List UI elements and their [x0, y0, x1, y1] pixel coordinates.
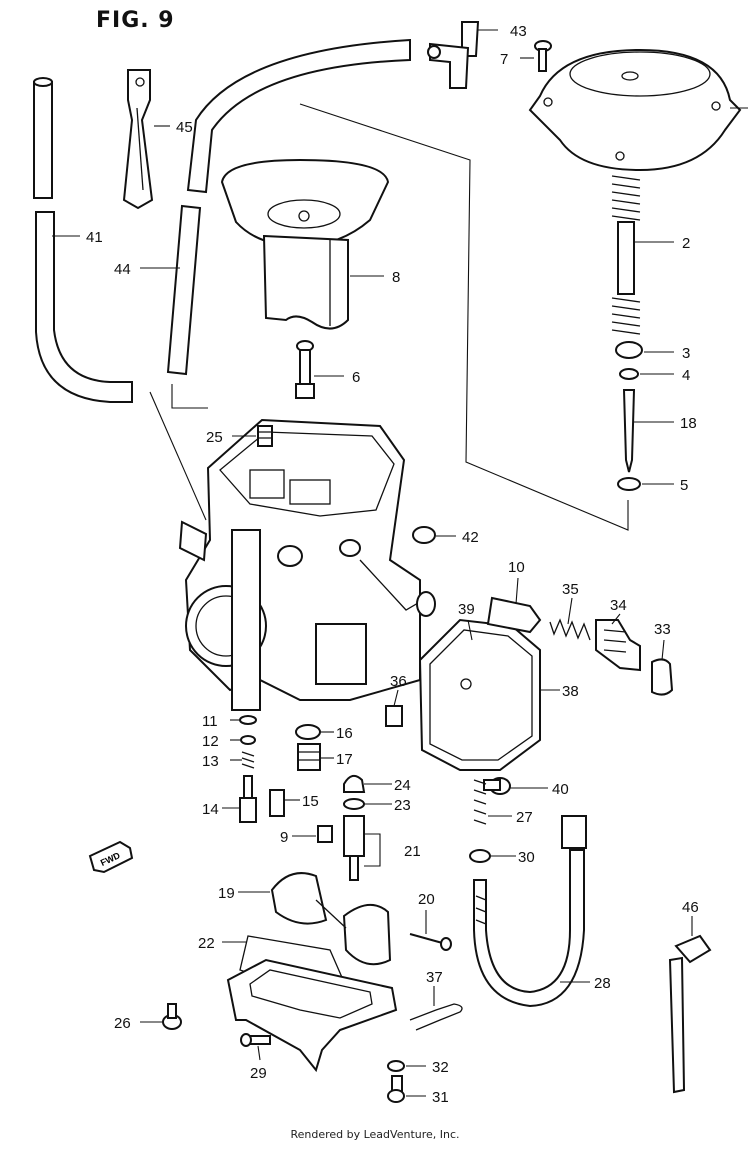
- callout-37: 37: [426, 969, 443, 986]
- callout-24: 24: [394, 777, 411, 794]
- footer-credit: Rendered by LeadVenture, Inc.: [290, 1128, 460, 1141]
- cap-33: [651, 658, 674, 696]
- screw-25: [257, 425, 273, 447]
- screw-7: [534, 40, 552, 72]
- callout-29: 29: [250, 1065, 267, 1082]
- starter-valve-34: [595, 619, 641, 672]
- washer-30: [469, 849, 491, 863]
- callout-7: 7: [500, 51, 508, 68]
- callout-21: 21: [404, 843, 421, 860]
- float-bowl-gasket-22: [226, 935, 398, 1073]
- jet-holder-17: [297, 743, 321, 771]
- callout-16: 16: [336, 725, 353, 742]
- callout-15: 15: [302, 793, 319, 810]
- spring-35: [549, 618, 591, 641]
- callout-14: 14: [202, 801, 219, 818]
- starter-plunger-10: [486, 596, 542, 634]
- callout-3: 3: [682, 345, 690, 362]
- screw-26: [162, 1003, 182, 1030]
- callout-17: 17: [336, 751, 353, 768]
- callout-31: 31: [432, 1089, 449, 1106]
- callout-33: 33: [654, 621, 671, 638]
- o-ring-12: [240, 735, 256, 745]
- callout-38: 38: [562, 683, 579, 700]
- callout-9: 9: [280, 829, 288, 846]
- washer-11: [239, 715, 257, 725]
- spring-2: [611, 175, 641, 335]
- callout-25: 25: [206, 429, 223, 446]
- figure-title: FIG. 9: [96, 8, 175, 33]
- callout-13: 13: [202, 753, 219, 770]
- callout-44: 44: [114, 261, 131, 278]
- screw-9: [317, 825, 333, 843]
- callout-34: 34: [610, 597, 627, 614]
- callout-40: 40: [552, 781, 569, 798]
- screw-6: [295, 340, 315, 399]
- screw-29: [240, 1033, 271, 1047]
- callout-46: 46: [682, 899, 699, 916]
- main-jet-21: [343, 815, 365, 881]
- vent-hose-41: [33, 77, 133, 403]
- callout-11: 11: [202, 713, 218, 730]
- washer-16: [295, 724, 321, 740]
- float-19: [270, 872, 392, 966]
- pilot-screw-14: [239, 775, 257, 823]
- screw-20: [409, 933, 452, 951]
- callout-8: 8: [392, 269, 400, 286]
- side-cover-38-gasket-39: [418, 618, 541, 771]
- callout-18: 18: [680, 415, 697, 432]
- plug-36: [385, 705, 403, 727]
- callout-4: 4: [682, 367, 690, 384]
- callout-26: 26: [114, 1015, 131, 1032]
- top-cap-cover: [528, 48, 742, 172]
- drain-tube-46: [668, 934, 712, 1094]
- needle-parts-3-4-18-5: [615, 341, 643, 491]
- o-ring-23: [343, 798, 365, 810]
- callout-27: 27: [516, 809, 533, 826]
- hose-joint-43: [427, 21, 480, 89]
- callout-30: 30: [518, 849, 535, 866]
- callout-43: 43: [510, 23, 527, 40]
- callout-5: 5: [680, 477, 688, 494]
- overflow-hose-44: [166, 38, 411, 376]
- o-ring-42: [412, 526, 436, 544]
- clamp-37: [409, 1003, 463, 1031]
- callout-35: 35: [562, 581, 579, 598]
- screw-40: [483, 777, 511, 795]
- cap-24: [343, 774, 366, 793]
- carburetor-body: [178, 418, 436, 711]
- drain-hose-28: [473, 815, 587, 1008]
- callout-36: 36: [390, 673, 407, 690]
- screw-31: [387, 1075, 405, 1103]
- callout-32: 32: [432, 1059, 449, 1076]
- jet-15: [269, 789, 285, 817]
- callout-22: 22: [198, 935, 215, 952]
- callout-2: 2: [682, 235, 690, 252]
- callout-20: 20: [418, 891, 435, 908]
- callout-28: 28: [594, 975, 611, 992]
- diaphragm-piston-8: [220, 158, 390, 330]
- callout-12: 12: [202, 733, 219, 750]
- callout-23: 23: [394, 797, 411, 814]
- leader-lines: [52, 29, 748, 1097]
- spring-27: [473, 779, 487, 825]
- callout-41: 41: [86, 229, 103, 246]
- assembly-lines: [149, 103, 629, 531]
- clamp-bracket-45: [122, 69, 154, 210]
- callout-labels: 43 7 45 41 44 2 8 3 4 6 18 25 5 42 10 35…: [86, 23, 699, 1106]
- washer-32: [387, 1060, 405, 1072]
- callout-45: 45: [176, 119, 193, 136]
- callout-42: 42: [462, 529, 479, 546]
- forward-direction-arrow: FWD: [88, 840, 134, 874]
- callout-39: 39: [458, 601, 475, 618]
- callout-19: 19: [218, 885, 235, 902]
- callout-6: 6: [352, 369, 360, 386]
- callout-10: 10: [508, 559, 525, 576]
- spring-13: [241, 751, 255, 769]
